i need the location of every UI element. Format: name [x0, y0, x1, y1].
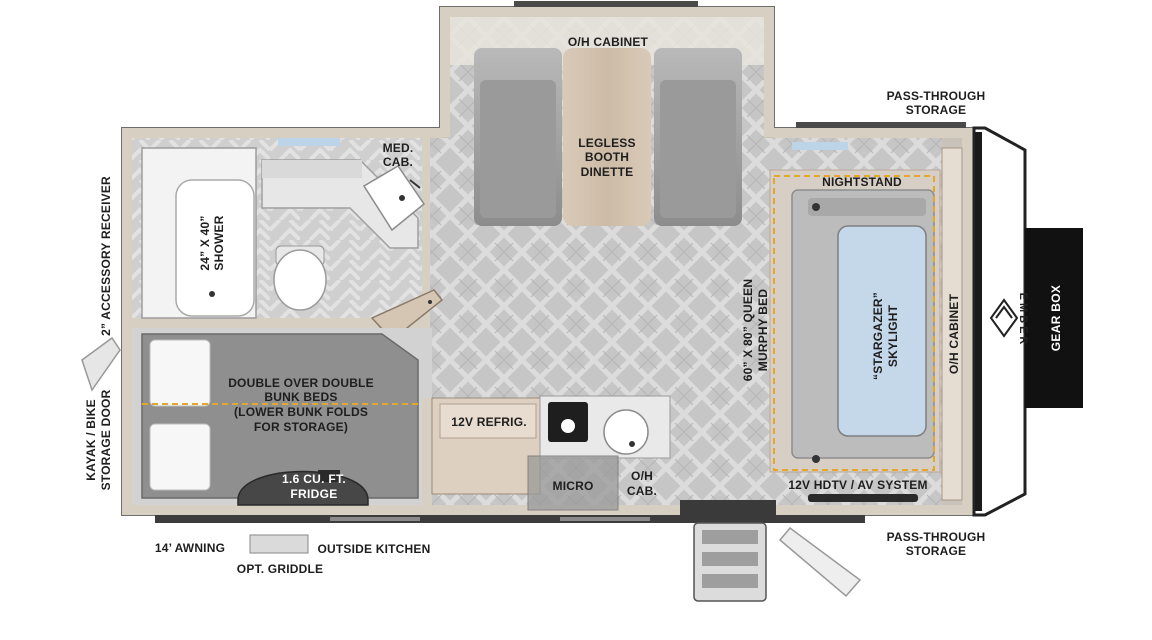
dinette-label-line-1: LEGLESS: [578, 136, 635, 150]
gear-box: [1025, 228, 1083, 408]
pass-through-bottom-label-line-1: PASS-THROUGH: [887, 530, 986, 544]
bed-outline: [773, 175, 935, 471]
brand-name: EMBER: [1017, 293, 1029, 348]
ember-logo-icon: EMBER: [989, 293, 1029, 348]
toilet: [273, 245, 327, 311]
kayak-label-line-1: KAYAK / BIKE: [84, 399, 98, 481]
outside-kitchen: [249, 534, 309, 554]
murphy-label-line-2: MURPHY BED: [756, 289, 770, 372]
kitchen-sink: [603, 409, 649, 455]
bunk-label-line-2: BUNK BEDS: [264, 390, 337, 404]
bathroom-sink: [362, 164, 426, 232]
pass-through-top-label-line-1: PASS-THROUGH: [887, 89, 986, 103]
gear-box-label: GEAR BOX: [1049, 285, 1063, 351]
bunk-pillow-lower: [149, 423, 211, 491]
oh-cab-label-line-2: CAB.: [627, 484, 657, 498]
skylight-label-line-2: SKYLIGHT: [886, 304, 900, 367]
shower-label-line-1: 24” X 40”: [198, 215, 212, 270]
nightstand-label: NIGHTSTAND: [822, 175, 902, 189]
oh-cabinet-top-label: O/H CABINET: [568, 35, 649, 49]
murphy-label-line-1: 60” X 80” QUEEN: [741, 279, 755, 381]
oh-cabinet-right-label: O/H CABINET: [947, 293, 961, 374]
pass-through-top-label-line-2: STORAGE: [906, 103, 967, 117]
bunk-label-line-4: FOR STORAGE): [254, 420, 348, 434]
bedroom: NIGHTSTAND 60” X 80” QUEEN MURPHY BED “S…: [741, 142, 963, 502]
dinette-area: O/H CABINET LEGLESS BOOTH DINETTE: [450, 17, 764, 226]
front-cap: GEAR BOX EMBER: [972, 126, 1083, 517]
hdtv: [808, 494, 918, 502]
bunk-pillow-upper: [149, 339, 211, 407]
shower-label-line-2: SHOWER: [212, 215, 226, 270]
outside-kitchen-label: OUTSIDE KITCHEN: [317, 542, 430, 556]
griddle-label: OPT. GRIDDLE: [237, 562, 323, 576]
kitchen: 12V REFRIG. MICRO O/H CAB.: [431, 395, 671, 511]
pass-through-bottom-label-line-2: STORAGE: [906, 544, 967, 558]
bunk-label-line-1: DOUBLE OVER DOUBLE: [228, 376, 374, 390]
refrigerator-label: 12V REFRIG.: [451, 415, 527, 429]
hdtv-label: 12V HDTV / AV SYSTEM: [788, 478, 927, 492]
microwave-label: MICRO: [553, 479, 594, 493]
fridge-label-line-1: 1.6 CU. FT.: [282, 472, 346, 486]
bunk-room: DOUBLE OVER DOUBLE BUNK BEDS (LOWER BUNK…: [132, 328, 432, 506]
skylight-label-line-1: “STARGAZER”: [871, 292, 885, 380]
fridge-label-line-2: FRIDGE: [290, 487, 337, 501]
oh-cab-label-line-1: O/H: [631, 469, 653, 483]
kayak-label-line-2: STORAGE DOOR: [99, 389, 113, 490]
accessory-receiver-label: 2” ACCESSORY RECEIVER: [99, 176, 113, 336]
microwave: [527, 455, 619, 511]
stargazer-skylight: [837, 225, 927, 437]
entry-door[interactable]: [680, 500, 862, 602]
dinette-table: [563, 48, 651, 226]
awning-label: 14’ AWNING: [155, 541, 225, 555]
med-cab-label-line-2: CAB.: [383, 155, 413, 169]
bunk-beds: [141, 333, 419, 499]
oh-cabinet-right: [941, 147, 963, 501]
bunk-label-line-3: (LOWER BUNK FOLDS: [234, 405, 368, 419]
dinette-label-line-2: BOOTH: [585, 150, 629, 164]
dinette-label-line-3: DINETTE: [581, 165, 634, 179]
med-cab-label-line-1: MED.: [383, 141, 414, 155]
kayak-storage-door[interactable]: [81, 336, 121, 392]
bathroom: 24” X 40” SHOWER MED. CAB.: [122, 138, 444, 342]
